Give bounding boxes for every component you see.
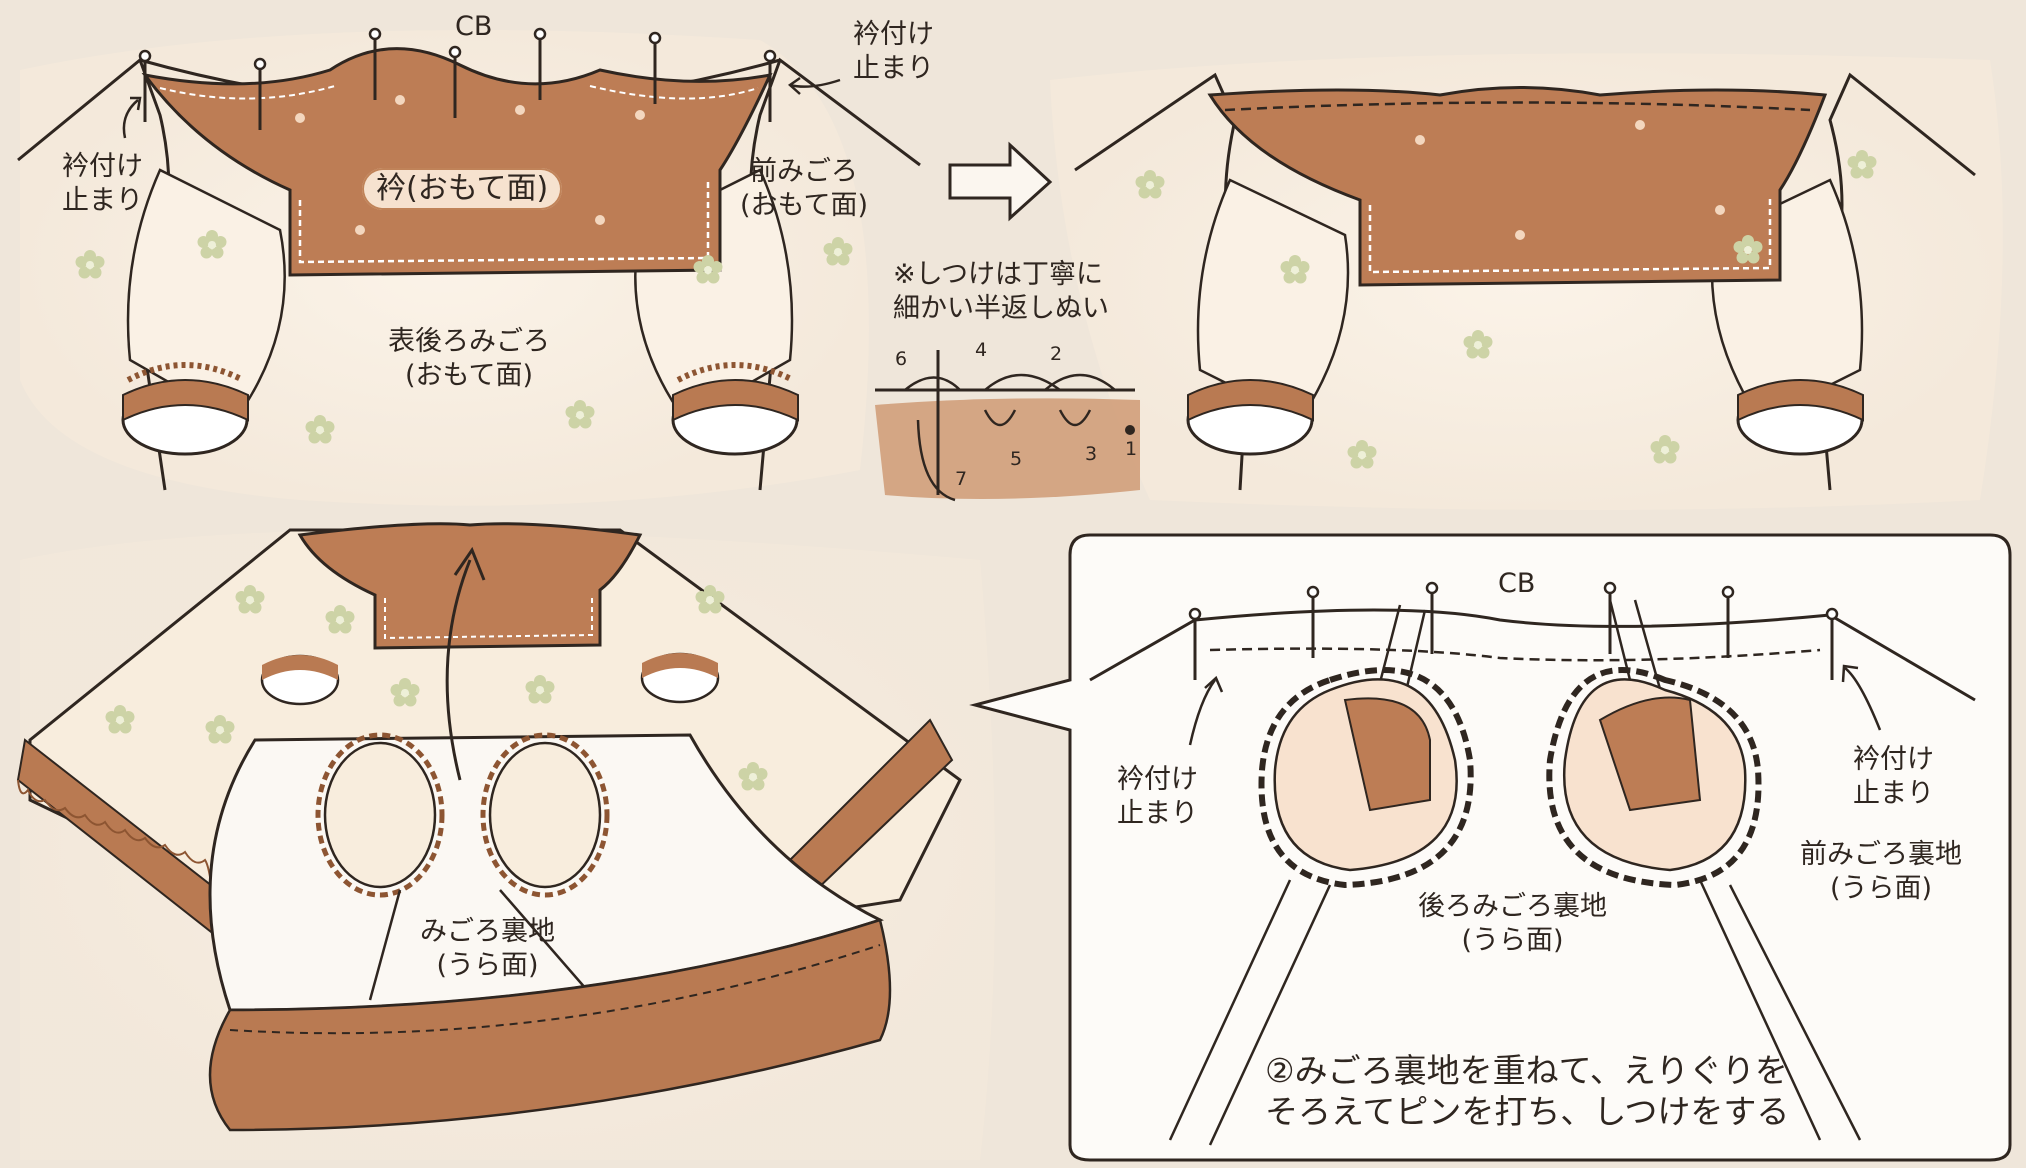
step3-illustration — [16, 522, 962, 1132]
right-arrow-icon — [948, 141, 1053, 222]
right-cuff — [671, 362, 799, 456]
stitch-number: 3 — [1085, 443, 1097, 465]
stitch-number: 5 — [1010, 448, 1022, 470]
stitch-number: 2 — [1050, 343, 1062, 365]
left-cuff — [121, 362, 249, 456]
step2-illustration — [1074, 72, 1976, 491]
collar-piece-basted — [1207, 86, 1828, 287]
front-lining-label: 前みごろ裏地 (うら面) — [1800, 839, 1962, 904]
pointer-arrow-right — [789, 78, 841, 88]
pointer-arrow-right — [1844, 667, 1882, 731]
detail-collar-stop-right: 衿付け 止まり — [1853, 744, 1934, 809]
collar-stop-label: 衿付け 止まり — [62, 151, 143, 216]
detail-collar-stop-left: 衿付け 止まり — [1117, 764, 1198, 829]
cb-label: CB — [455, 11, 493, 42]
stitch-diagram: 6 4 2 5 3 1 7 — [875, 339, 1140, 502]
stitch-note: ※しつけは丁寧に 細かい半返しぬい — [893, 259, 1109, 324]
stitch-number: 7 — [955, 468, 967, 490]
pointer-arrow-left — [122, 99, 139, 139]
back-bodice-label: 表後ろみごろ (おもて面) — [388, 326, 550, 391]
guide-arrow — [445, 559, 472, 781]
front-bodice-label: 前みごろ (おもて面) — [740, 156, 868, 221]
pointer-arrow-left — [1188, 679, 1217, 746]
collar-label: 衿(おもて面) — [362, 168, 563, 210]
stitch-number: 1 — [1125, 438, 1137, 460]
instruction-text: ②みごろ裏地を重ねて、えりぐりを そろえてピンを打ち、しつけをする — [1265, 1051, 1790, 1132]
detail-cb-label: CB — [1498, 568, 1536, 599]
ruffle-hem — [208, 918, 892, 1132]
back-lining-label: 後ろみごろ裏地 (うら面) — [1418, 891, 1607, 956]
stitch-number: 6 — [895, 348, 907, 370]
step1-illustration — [17, 27, 921, 491]
lining-label: みごろ裏地 (うら面) — [420, 916, 555, 981]
collar-stop-label: 衿付け 止まり — [853, 19, 934, 84]
collar-piece — [141, 47, 773, 277]
stitch-number: 4 — [975, 339, 987, 361]
detail-callout — [969, 533, 2012, 1162]
